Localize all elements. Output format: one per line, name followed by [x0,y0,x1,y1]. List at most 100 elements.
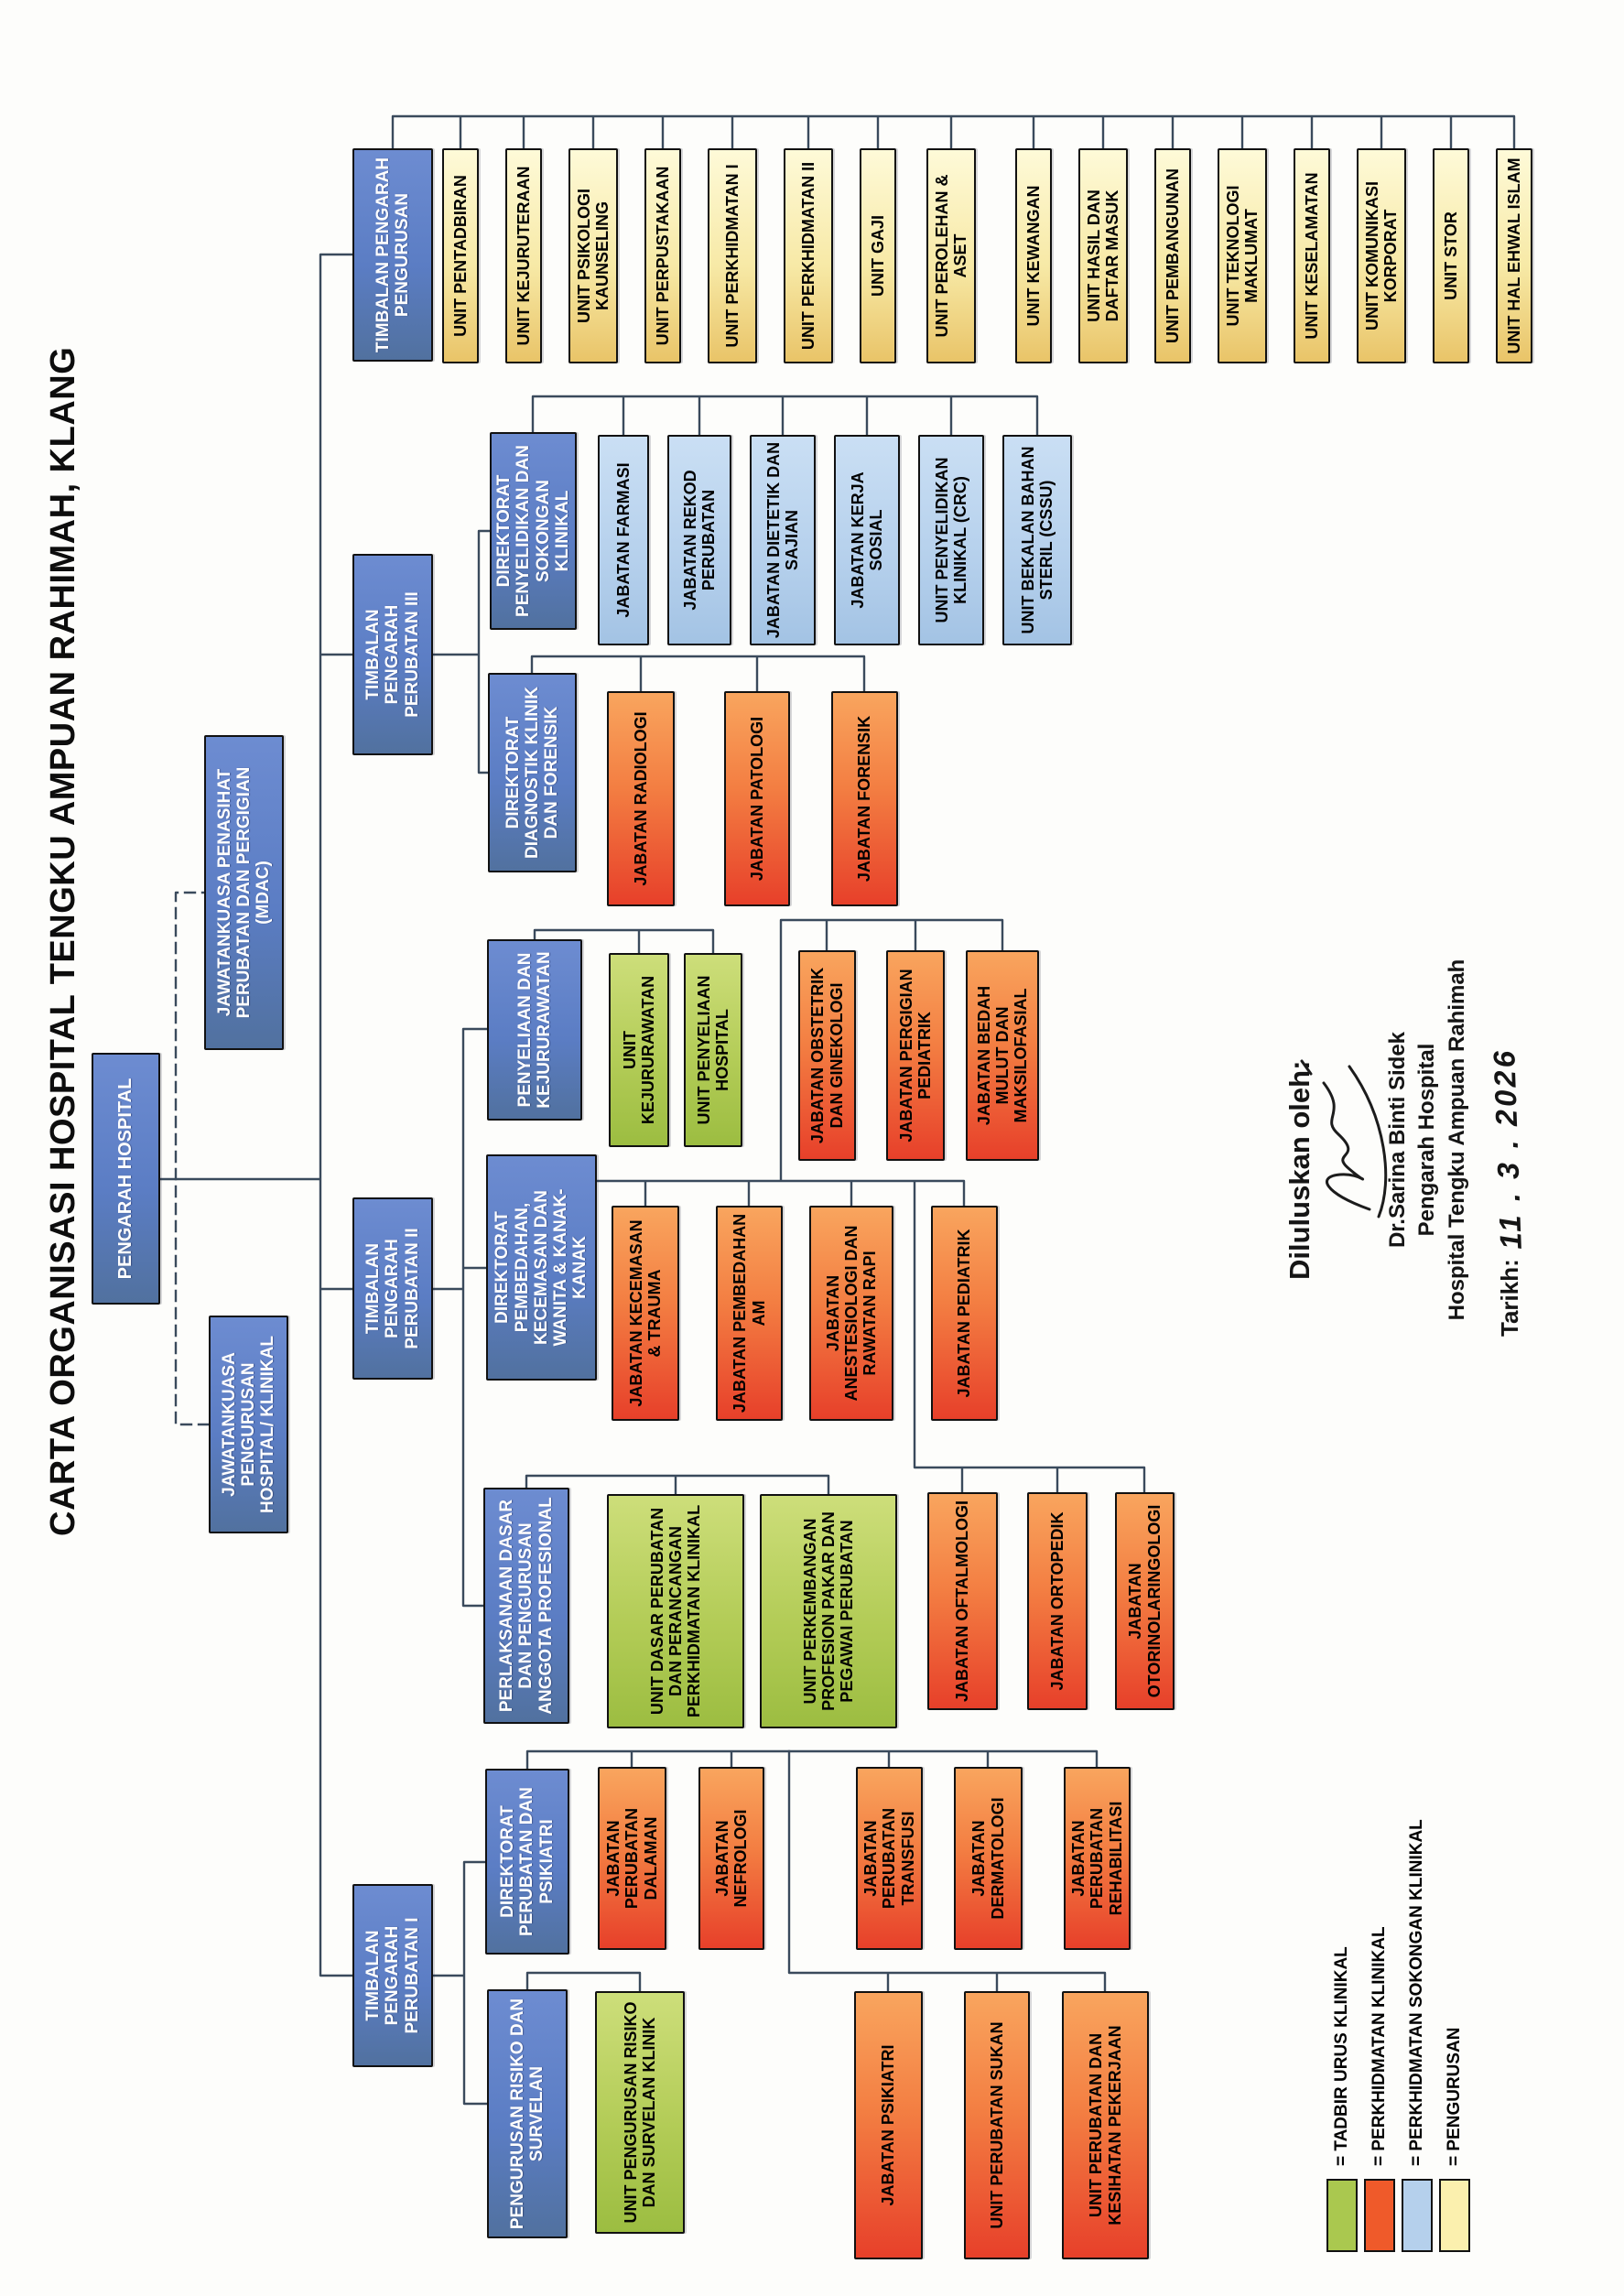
unit-label: UNIT HASIL DAN DAFTAR MASUK [1084,190,1121,322]
unit-kejuruteraan: UNIT KEJURUTERAAN [505,148,542,363]
signature-stroke [1322,1081,1371,1211]
legend-row: = TADBIR URUS KLINIKAL [1326,1946,1358,2252]
unit-label: UNIT KEJURURAWATAN [620,975,657,1125]
approval-hospital: Hospital Tengku Ampuan Rahimah [1445,958,1469,1321]
unit-label: JABATAN FORENSIK [855,715,874,883]
deputy-pengurusan-box: TIMBALAN PENGARAH PENGURUSAN [352,148,433,362]
connector-path [525,1971,642,1993]
unit-pentadbiran: UNIT PENTADBIRAN [442,148,479,363]
legend-swatch-yellow [1439,2179,1470,2252]
connector-path [530,655,866,693]
unit-label: JABATAN REKOD PERUBATAN [680,470,718,611]
deputy-perubatan-2-box: TIMBALAN PENGARAH PERUBATAN II [352,1197,433,1380]
unit-label: JABATAN PERUBATAN DALAMAN [604,1807,660,1910]
signature-stroke [1300,1059,1313,1076]
directorate-pembedahan-label: DIREKTORAT PEMBEDAHAN, KECEMASAN DAN WAN… [493,1188,590,1347]
legend-label: = PERKHIDMATAN KLINIKAL [1370,1926,1389,2166]
legend-row: = PERKHIDMATAN KLINIKAL [1364,1926,1395,2252]
unit-label: UNIT GAJI [868,215,887,298]
unit-label: JABATAN KECEMASAN & TRAUMA [626,1219,664,1407]
unit-label: UNIT PENYELIDIKAN KLINIKAL (CRC) [932,457,969,623]
directorate-pengurusan-risiko-box: PENGURUSAN RISIKO DAN SURVELAN [487,1989,568,2238]
legend-swatch-red [1364,2179,1395,2252]
unit-label: JABATAN OFTALMOLOGI [953,1500,972,1702]
connector-path [525,1749,1099,1771]
jabatan-dermatologi: JABATAN DERMATOLOGI [954,1767,1023,1950]
unit-psikologi-kaunseling: UNIT PSIKOLOGI KAUNSELING [568,148,618,363]
jabatan-psikiatri: JABATAN PSIKIATRI [854,1991,923,2259]
unit-label: JABATAN PEMBEDAHAN AM [731,1213,768,1413]
jabatan-perubatan-transfusi: JABATAN PERUBATAN TRANSFUSI [856,1767,923,1950]
jabatan-bedah-mulut-maksilofasial: JABATAN BEDAH MULUT DAN MAKSILOFASIAL [966,950,1039,1161]
directorate-perubatan-psikiatri-box: DIREKTORAT PERUBATAN DAN PSIKIATRI [485,1769,569,1955]
jabatan-kecemasan-trauma: JABATAN KECEMASAN & TRAUMA [612,1206,679,1421]
jabatan-pergigian-pediatrik: JABATAN PERGIGIAN PEDIATRIK [886,950,945,1161]
unit-kewangan: UNIT KEWANGAN [1015,148,1052,363]
unit-penyeliaan-hospital: UNIT PENYELIAAN HOSPITAL [684,953,742,1147]
jabatan-farmasi: JABATAN FARMASI [598,435,649,645]
unit-perolehan-aset: UNIT PEROLEHAN & ASET [926,148,976,363]
unit-perubatan-kesihatan-pekerjaan: UNIT PERUBATAN DAN KESIHATAN PEKERJAAN [1062,1991,1149,2259]
deputy-perubatan-1-box: TIMBALAN PENGARAH PERUBATAN I [352,1884,433,2067]
unit-penyelidikan-klinikal-crc: UNIT PENYELIDIKAN KLINIKAL (CRC) [918,435,984,645]
signature-scribble [1300,1059,1388,1218]
unit-label: JABATAN FARMASI [613,462,633,618]
pengarah-hospital-box: PENGARAH HOSPITAL [92,1053,160,1305]
connector-path [431,1027,489,1608]
unit-label: JABATAN OTORINOLARINGOLOGI [1126,1504,1164,1698]
unit-label: UNIT PSIKOLOGI KAUNSELING [574,189,612,324]
connector-path [391,114,1516,150]
signature-stroke [1348,1065,1388,1218]
legend-label: = TADBIR URUS KLINIKAL [1332,1946,1351,2166]
jabatan-obstetrik-ginekologi: JABATAN OBSTETRIK DAN GINEKOLOGI [798,950,856,1161]
jabatan-kerja-sosial: JABATAN KERJA SOSIAL [834,435,900,645]
directorate-penyeliaan-box: PENYELIAAN DAN KEJURURAWATAN [487,939,582,1121]
unit-keselamatan: UNIT KESELAMATAN [1294,148,1330,363]
unit-label: UNIT PERKHIDMATAN II [798,161,817,351]
jabatan-rekod-perubatan: JABATAN REKOD PERUBATAN [667,435,731,645]
committee-pengurusan-label: JAWATANKUASA PENGURUSAN HOSPITAL/ KLINIK… [219,1336,278,1513]
jabatan-patologi: JABATAN PATOLOGI [724,691,790,906]
unit-label: JABATAN OBSTETRIK DAN GINEKOLOGI [808,967,846,1144]
connector-path [158,253,354,1977]
unit-label: UNIT PERKEMBANGAN PROFESION PAKAR DAN PE… [800,1511,857,1711]
unit-hasil-daftar-masuk: UNIT HASIL DAN DAFTAR MASUK [1078,148,1128,363]
pengarah-hospital-label: PENGARAH HOSPITAL [115,1078,136,1280]
legend-row: = PENGURUSAN [1439,2028,1470,2252]
jabatan-nefrologi: JABATAN NEFROLOGI [698,1767,764,1950]
directorate-pembedahan-box: DIREKTORAT PEMBEDAHAN, KECEMASAN DAN WAN… [486,1154,597,1381]
unit-label: UNIT PERKHIDMATAN I [722,164,742,348]
unit-label: JABATAN DIETETIK DAN SAJIAN [763,441,801,639]
unit-kejururawatan: UNIT KEJURURAWATAN [609,953,669,1147]
unit-gaji: UNIT GAJI [860,148,896,363]
unit-perkhidmatan-1: UNIT PERKHIDMATAN I [708,148,757,363]
unit-perkembangan-profesion: UNIT PERKEMBANGAN PROFESION PAKAR DAN PE… [760,1494,897,1728]
unit-label: UNIT PERPUSTAKAAN [653,166,672,346]
unit-label: UNIT KOMUNIKASI KORPORAT [1362,181,1400,330]
unit-label: UNIT PENYELIAAN HOSPITAL [694,975,731,1125]
unit-komunikasi-korporat: UNIT KOMUNIKASI KORPORAT [1357,148,1406,363]
directorate-perlaksanaan-dasar-box: PERLAKSANAAN DASAR DAN PENGURUSAN ANGGOT… [483,1488,569,1724]
unit-label: JABATAN PEDIATRIK [955,1229,974,1398]
connector-path [431,529,492,774]
unit-label: JABATAN PERGIGIAN PEDIATRIK [896,969,934,1143]
jabatan-ortopedik: JABATAN ORTOPEDIK [1027,1492,1088,1710]
unit-teknologi-maklumat: UNIT TEKNOLOGI MAKLUMAT [1218,148,1267,363]
unit-label: UNIT STOR [1441,211,1460,300]
jabatan-pembedahan-am: JABATAN PEMBEDAHAN AM [716,1206,783,1421]
connector-path [595,918,1146,1494]
unit-label: UNIT PENGURUSAN RISIKO DAN SURVELAN KLIN… [621,2001,658,2224]
unit-label: UNIT HAL EHWAL ISLAM [1504,157,1523,354]
legend-row: = PERKHIDMATAN SOKONGAN KLINIKAL [1402,1819,1433,2252]
unit-label: JABATAN RADIOLOGI [631,711,650,886]
unit-perubatan-sukan: UNIT PERUBATAN SUKAN [964,1991,1030,2259]
unit-label: JABATAN PERUBATAN REHABILITASI [1069,1801,1125,1916]
unit-label: JABATAN ORTOPEDIK [1047,1511,1066,1691]
jabatan-anestesiologi-rawatan-rapi: JABATAN ANESTESIOLOGI DAN RAWATAN RAPI [809,1206,893,1421]
jabatan-dietetik-sajian: JABATAN DIETETIK DAN SAJIAN [750,435,816,645]
approval-date: Tarikh:11 . 3 . 2026 [1487,1048,1528,1337]
connector-path [525,1474,830,1496]
unit-dasar-perubatan: UNIT DASAR PERUBATAN DAN PERANCANGAN PER… [607,1494,744,1728]
unit-label: UNIT PEMBANGUNAN [1163,168,1182,343]
